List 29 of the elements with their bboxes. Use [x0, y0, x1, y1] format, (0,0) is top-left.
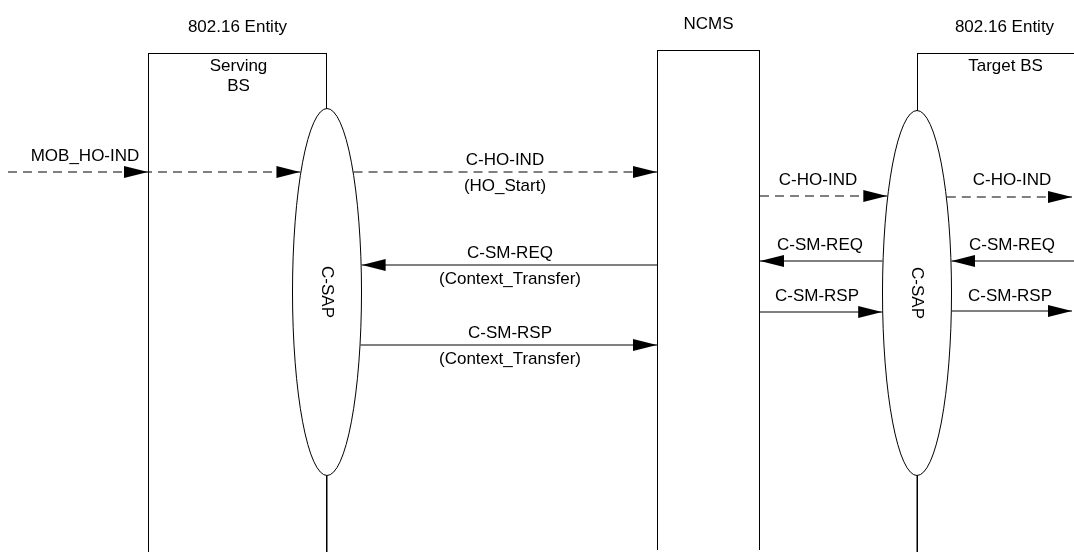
- entity-label: Target BS: [967, 56, 1044, 77]
- edge-label: C-HO-IND: [778, 169, 858, 191]
- arrow: [950, 255, 1074, 267]
- sap-ellipse: [292, 108, 362, 476]
- arrow: [951, 305, 1073, 317]
- edge-label: C-SM-REQ: [777, 234, 863, 256]
- arrow: [361, 259, 658, 271]
- entity-heading: NCMS: [682, 14, 735, 34]
- edge-label: C-SM-RSP: [774, 285, 860, 307]
- edge-label: MOB_HO-IND: [30, 145, 140, 167]
- sap-ellipse: [882, 110, 952, 476]
- edge-label: C-SM-RSP (Context_Transfer): [438, 321, 582, 369]
- arrow: [360, 339, 658, 351]
- arrow: [759, 306, 883, 318]
- arrow: [759, 255, 884, 267]
- entity-label: Serving BS: [208, 56, 269, 97]
- edge-label: C-SM-REQ: [969, 234, 1055, 256]
- sap-label: C-SAP: [317, 266, 337, 318]
- arrow: [946, 191, 1073, 203]
- arrow: [7, 166, 301, 178]
- entity-heading: 802.16 Entity: [186, 17, 289, 37]
- edge-label: C-SM-RSP: [967, 285, 1053, 307]
- edge-label: C-HO-IND (HO_Start): [462, 148, 548, 196]
- edge-label: C-HO-IND: [972, 169, 1052, 191]
- arrow: [759, 190, 888, 202]
- sap-label: C-SAP: [907, 267, 927, 319]
- arrow: [353, 166, 658, 178]
- entity-heading: 802.16 Entity: [953, 17, 1056, 37]
- edge-label: C-SM-REQ (Context_Transfer): [438, 241, 582, 289]
